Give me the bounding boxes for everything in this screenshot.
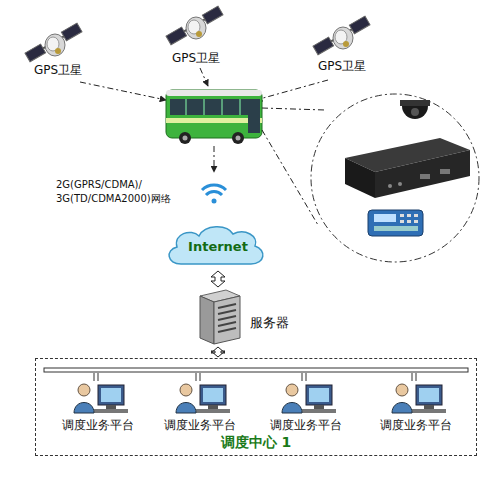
label-node: GPS卫星 [20, 62, 96, 80]
dome-camera [400, 100, 430, 119]
workstation-icon [278, 381, 338, 417]
node-label: 调度业务平台 [148, 417, 252, 434]
node-label: 调度业务平台 [364, 417, 468, 434]
center-node: 调度中心 1调度业务平台调度业务平台调度业务平台调度业务平台 [35, 358, 477, 456]
satellite-icon [313, 16, 370, 55]
node-label: 调度中心 1 [36, 434, 476, 452]
label-node: GPS卫星 [158, 50, 234, 68]
signal-arrow [214, 146, 215, 172]
workstation-icon [388, 381, 448, 417]
signal-arrow [200, 68, 208, 86]
wireless-symbol [202, 185, 226, 203]
server-icon [196, 288, 246, 346]
leader-line [262, 108, 325, 110]
node-label: 2G(GPRS/CDMA)/ 3G(TD/CDMA2000)网络 [56, 178, 180, 205]
node-label: 调度业务平台 [46, 417, 150, 434]
bus-illustration [166, 90, 262, 144]
node-label: GPS卫星 [20, 62, 96, 79]
vehicle-terminal-box [345, 138, 470, 198]
node-label: GPS卫星 [158, 50, 234, 67]
node-label: GPS卫星 [303, 58, 381, 75]
label-node: GPS卫星 [303, 58, 381, 76]
signal-arrow [80, 82, 166, 100]
ws-node: 调度业务平台 [254, 379, 358, 435]
cloud-node: Internet [163, 222, 273, 270]
node-label: 服务器 [250, 314, 289, 332]
workstation-icon [70, 381, 130, 417]
leader-line [262, 130, 318, 225]
signal-arrow [256, 80, 328, 100]
double-arrow-connector [211, 347, 225, 357]
bus-bar [36, 359, 476, 383]
ws-node: 调度业务平台 [364, 379, 468, 435]
node-label: Internet [163, 239, 273, 254]
server-node: 服务器 [196, 288, 296, 346]
satellite-icon [25, 23, 82, 62]
ws-node: 调度业务平台 [46, 379, 150, 435]
node-label: 调度业务平台 [254, 417, 358, 434]
device-callout-circle [311, 94, 479, 262]
keypad-device [368, 210, 423, 236]
satellite-icon [166, 6, 223, 45]
net-node: 2G(GPRS/CDMA)/ 3G(TD/CDMA2000)网络 [56, 178, 188, 208]
ws-node: 调度业务平台 [148, 379, 252, 435]
workstation-icon [172, 381, 232, 417]
double-arrow-connector [211, 271, 225, 287]
